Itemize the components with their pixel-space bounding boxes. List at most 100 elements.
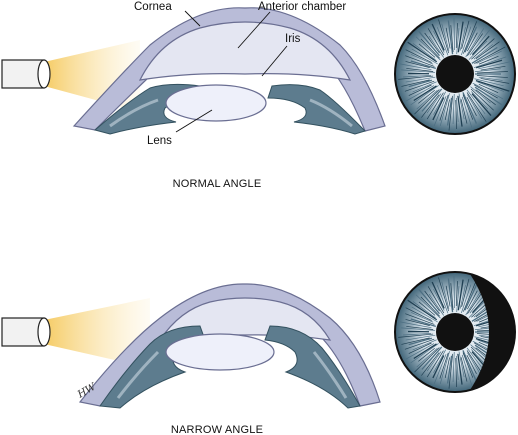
iris-fiber — [467, 94, 483, 119]
iris-fiber — [436, 27, 449, 56]
iris-fiber — [480, 65, 506, 71]
iris-fiber — [405, 307, 432, 321]
iris-fiber — [456, 28, 460, 55]
iris-fiber — [460, 99, 468, 124]
iris-fiber — [455, 23, 458, 49]
iris-fiber — [467, 291, 483, 315]
iris-fiber — [427, 286, 445, 314]
narrow-angle-diagram: HW NARROW ANGLE — [1, 271, 516, 435]
iris-left-highlight — [109, 98, 159, 128]
iris-fiber — [471, 38, 495, 60]
iris-fiber — [453, 18, 455, 51]
iris-fiber — [410, 318, 436, 327]
iris-fiber — [475, 79, 510, 92]
iris-fiber — [462, 350, 478, 382]
iris-fiber — [421, 346, 443, 370]
iris-fiber — [398, 333, 434, 338]
iris-fiber — [420, 296, 440, 317]
iris-fiber — [405, 343, 435, 360]
iris-fiber — [478, 55, 499, 65]
iris-fiber — [456, 286, 460, 313]
narrow-angle-caption: NARROW ANGLE — [171, 424, 263, 435]
iris-fiber — [418, 301, 436, 316]
iris-fiber — [457, 21, 464, 53]
iris-fiber — [401, 79, 430, 87]
iris-fiber — [455, 99, 457, 129]
iris-fiber — [405, 334, 436, 341]
iris-fiber — [461, 96, 473, 128]
iris-fiber — [412, 43, 436, 61]
iris-fiber — [405, 55, 435, 67]
iris-fiber — [410, 60, 436, 69]
iris-fiber — [401, 69, 436, 73]
iris-fiber — [404, 338, 435, 350]
iris-fiber — [407, 41, 438, 63]
iris-fiber — [477, 81, 505, 92]
iris-fiber — [460, 357, 468, 382]
iris-fiber — [473, 44, 493, 60]
iris-fiber — [399, 321, 432, 329]
iris-fiber — [462, 352, 474, 378]
iris-fiber — [411, 48, 438, 65]
iris-right — [264, 325, 361, 409]
iris-fiber — [462, 92, 478, 124]
iris-label: Iris — [285, 33, 301, 45]
iris-fiber — [457, 95, 463, 127]
iris-fiber — [464, 284, 478, 311]
iris-fiber — [432, 355, 445, 379]
iris-fiber — [447, 20, 454, 55]
iris-fiber — [411, 306, 438, 323]
cornea — [138, 21, 352, 81]
iris-fiber — [418, 43, 436, 58]
iris-fiber — [467, 33, 483, 57]
iris-fiber — [478, 84, 499, 94]
iris-fiber — [405, 319, 430, 326]
iris-fiber — [476, 75, 508, 78]
iris-fiber — [401, 337, 430, 345]
iris-fiber — [475, 41, 500, 60]
iris-fiber — [414, 89, 440, 115]
iris-fiber — [461, 20, 470, 49]
iris-fiber — [405, 313, 435, 325]
iris-fiber — [463, 279, 478, 312]
cornea-label: Cornea — [134, 1, 172, 13]
pupil — [436, 313, 474, 351]
iris-fiber — [476, 50, 502, 64]
iris-fiber — [450, 25, 454, 53]
iris-fiber — [428, 293, 445, 316]
iris-fiber — [466, 96, 477, 116]
iris-fiber — [471, 93, 492, 116]
iris-fiber — [424, 32, 440, 54]
iris-fiber — [411, 54, 434, 65]
iris-fiber — [433, 96, 447, 127]
iris-fiber — [405, 61, 430, 68]
normal-angle-diagram: Cornea Anterior chamber Iris Lens NORMAL… — [1, 1, 516, 190]
iris-fiber — [461, 354, 473, 386]
iris-fiber — [433, 354, 447, 385]
iris-fiber — [448, 353, 454, 389]
normal-angle-caption: NORMAL ANGLE — [173, 178, 262, 190]
iris-fiber — [450, 283, 454, 311]
iris-fiber — [414, 347, 440, 373]
iris-fiber — [480, 78, 510, 84]
iris-fiber — [418, 30, 440, 57]
iris-fiber — [461, 26, 472, 56]
iris-fiber — [433, 30, 445, 53]
iris-fiber — [408, 79, 433, 88]
iris-fiber — [455, 281, 458, 307]
iris-fiber — [416, 347, 438, 368]
iris-fiber — [426, 351, 442, 372]
iris-fiber — [405, 49, 432, 63]
iris-fiber — [467, 290, 478, 310]
iris-fiber — [459, 285, 466, 309]
iris-fiber — [469, 29, 490, 56]
iris-right-highlight — [309, 98, 353, 128]
iris-fiber — [470, 86, 491, 104]
iris-fiber — [427, 28, 445, 56]
iris-fiber — [467, 352, 483, 377]
iris-fiber — [426, 350, 444, 378]
iris-fiber — [421, 88, 443, 112]
iris-fiber — [478, 76, 503, 81]
iris-fiber — [474, 78, 504, 87]
iris-fiber — [418, 347, 435, 362]
